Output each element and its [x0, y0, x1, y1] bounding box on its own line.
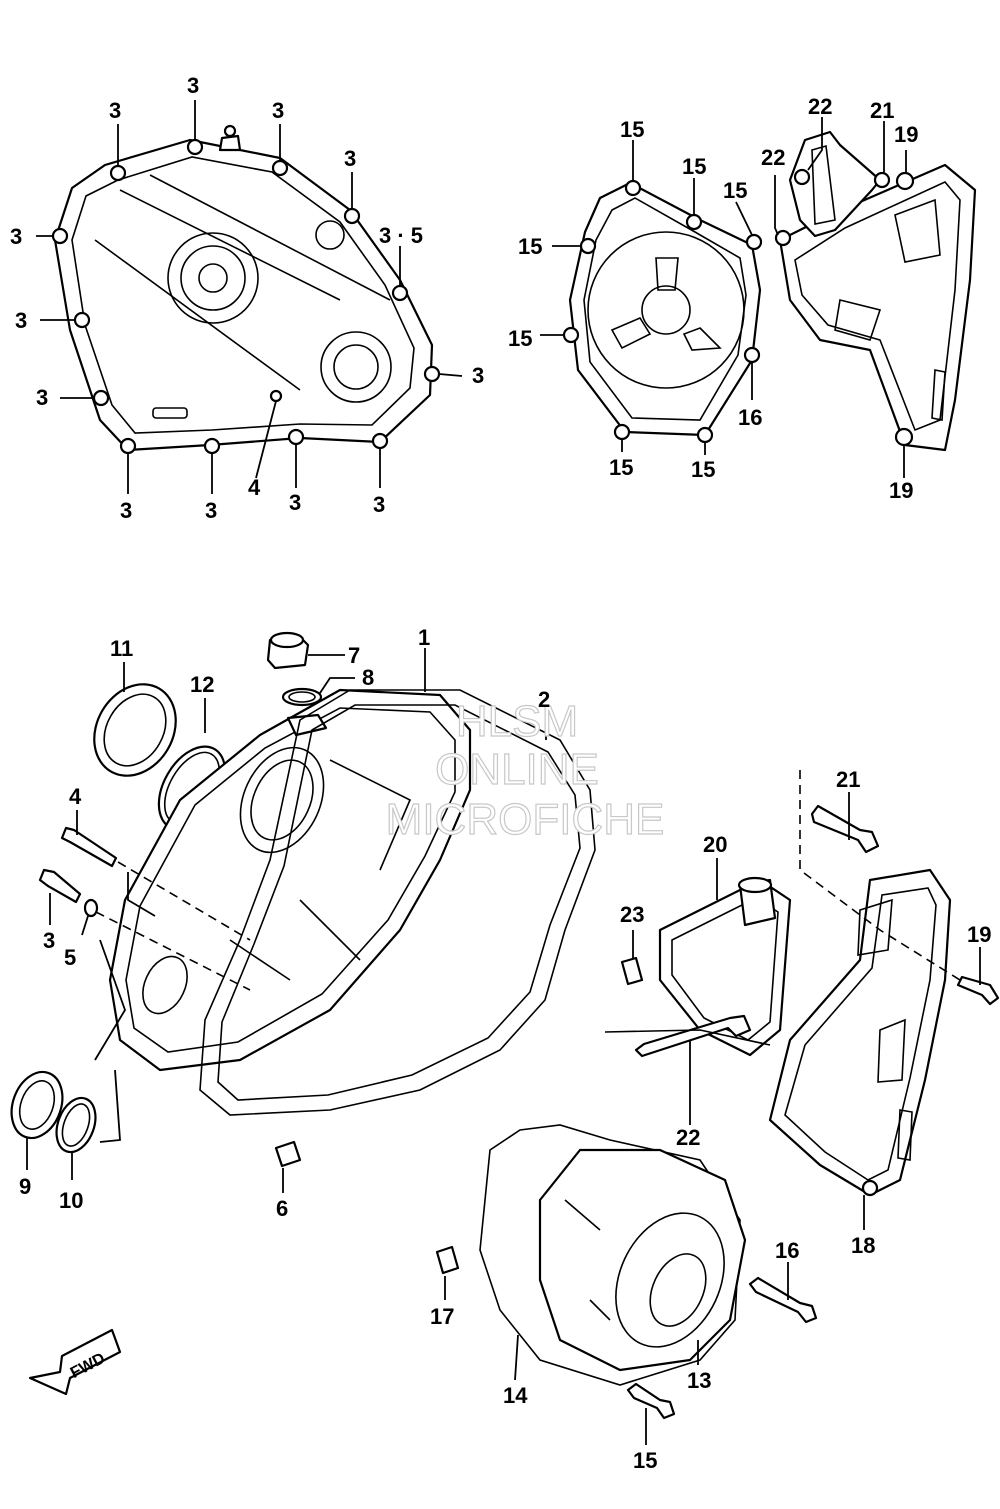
- callout-15: 15: [633, 1448, 657, 1473]
- callout-21: 21: [836, 767, 860, 792]
- callout-23: 23: [620, 902, 644, 927]
- callout-15: 15: [691, 457, 715, 482]
- callout-15: 15: [620, 117, 644, 142]
- callout-1: 1: [418, 625, 430, 650]
- callout-3: 3: [472, 363, 484, 388]
- callout-3: 3: [373, 492, 385, 517]
- callout-14: 14: [503, 1383, 528, 1408]
- callout-3: 3: [43, 928, 55, 953]
- callout-3: 3: [10, 224, 22, 249]
- callout-15: 15: [508, 326, 532, 351]
- watermark: HLSM ONLINE MICROFICHE: [385, 696, 665, 844]
- callout-18: 18: [851, 1233, 875, 1258]
- callout-21: 21: [870, 98, 894, 123]
- callout-19: 19: [894, 122, 918, 147]
- callout-22: 22: [676, 1125, 700, 1150]
- callout-16: 16: [738, 405, 762, 430]
- callout-19: 19: [889, 478, 913, 503]
- clutch-cover-front-view: [36, 100, 463, 494]
- sprocket-cover-front-view: [774, 117, 977, 478]
- callout-22: 22: [761, 145, 785, 170]
- exploded-view: [10, 631, 1000, 1445]
- callout-3-5: 3 · 5: [379, 223, 423, 248]
- callout-4: 4: [69, 784, 82, 809]
- callout-15: 15: [518, 234, 542, 259]
- callout-22: 22: [808, 94, 832, 119]
- callout-3: 3: [120, 498, 132, 523]
- callout-3: 3: [187, 73, 199, 98]
- callout-3: 3: [344, 146, 356, 171]
- callout-5: 5: [64, 945, 76, 970]
- callout-3: 3: [272, 98, 284, 123]
- callout-20: 20: [703, 832, 727, 857]
- watermark-line3: MICROFICHE: [386, 795, 665, 844]
- callout-15: 15: [723, 178, 747, 203]
- callout-17: 17: [430, 1304, 454, 1329]
- callout-7: 7: [348, 643, 360, 668]
- generator-cover-front-view: [540, 140, 763, 455]
- callout-19: 19: [967, 922, 991, 947]
- callout-13: 13: [687, 1368, 711, 1393]
- watermark-line2: ONLINE: [435, 745, 599, 794]
- callout-15: 15: [682, 154, 706, 179]
- callout-2: 2: [538, 687, 550, 712]
- callout-10: 10: [59, 1188, 83, 1213]
- callout-labels: 3 3 3 3 3 · 5 3 3 3 3 4 3 3 3 3 15 15 15…: [10, 73, 991, 1473]
- callout-3: 3: [36, 385, 48, 410]
- callout-15: 15: [609, 455, 633, 480]
- callout-3: 3: [289, 490, 301, 515]
- watermark-line1: HLSM: [456, 697, 578, 746]
- callout-12: 12: [190, 672, 214, 697]
- callout-3: 3: [109, 98, 121, 123]
- callout-6: 6: [276, 1196, 288, 1221]
- callout-4: 4: [248, 475, 261, 500]
- fwd-arrow-icon: FWD: [28, 1328, 122, 1396]
- callout-3: 3: [205, 498, 217, 523]
- callout-8: 8: [362, 665, 374, 690]
- callout-16: 16: [775, 1238, 799, 1263]
- callout-11: 11: [110, 636, 133, 661]
- callout-3: 3: [15, 308, 27, 333]
- callout-9: 9: [19, 1174, 31, 1199]
